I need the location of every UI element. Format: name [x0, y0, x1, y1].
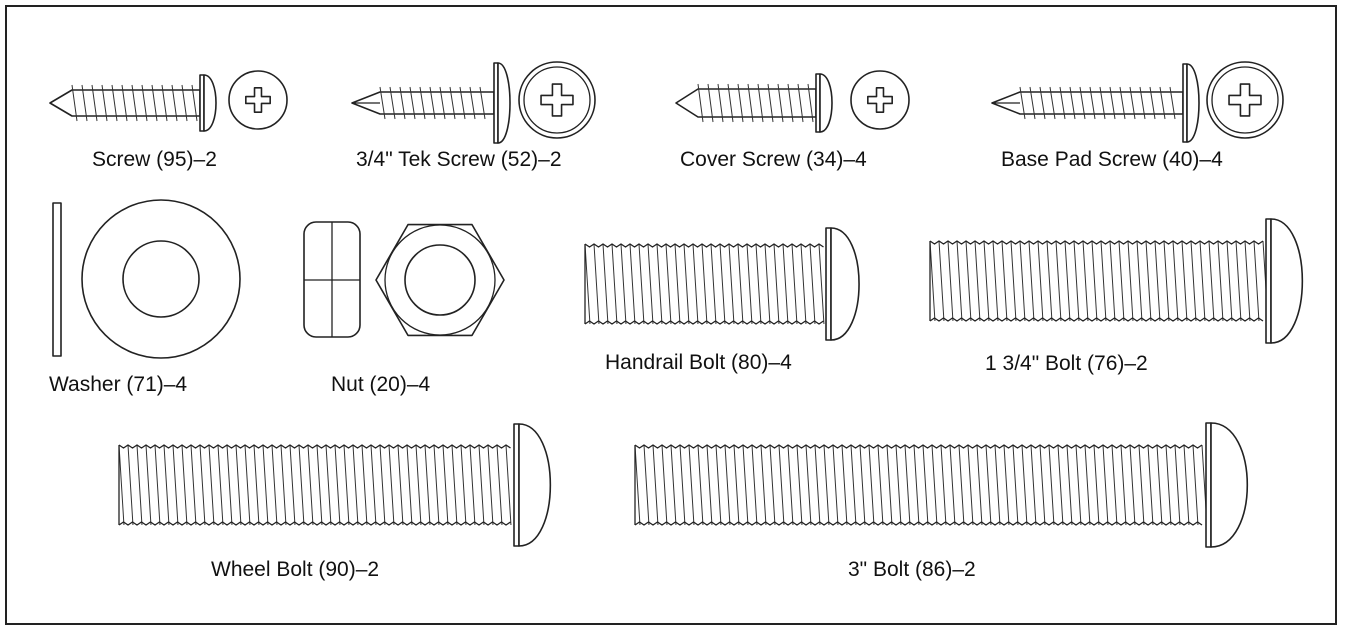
nut-drawing [303, 221, 505, 338]
wheel-bolt-drawing [118, 423, 552, 547]
handrail-bolt-drawing [584, 227, 860, 341]
label-tek-screw: 3/4" Tek Screw (52)–2 [356, 148, 562, 171]
screw-drawing [49, 74, 217, 132]
label-base-pad-screw: Base Pad Screw (40)–4 [1001, 148, 1223, 171]
3-bolt-drawing [634, 422, 1248, 548]
base-pad-screw-drawing [991, 63, 1200, 143]
tek-screw-drawing [351, 62, 511, 144]
washer-drawing [52, 199, 241, 359]
label-nut: Nut (20)–4 [331, 373, 431, 396]
cover-screw-head-view [850, 70, 910, 130]
label-washer: Washer (71)–4 [49, 373, 188, 396]
label-screw: Screw (95)–2 [92, 148, 217, 171]
label-handrail-bolt: Handrail Bolt (80)–4 [605, 351, 792, 374]
label-cover-screw: Cover Screw (34)–4 [680, 148, 867, 171]
tek-screw-head-view [518, 61, 596, 139]
label-3-bolt: 3" Bolt (86)–2 [848, 558, 976, 581]
1-3-4-bolt-drawing [929, 218, 1304, 344]
label-1-3-4-bolt: 1 3/4" Bolt (76)–2 [985, 352, 1148, 375]
label-wheel-bolt: Wheel Bolt (90)–2 [211, 558, 380, 581]
screw-head-view [228, 70, 288, 130]
cover-screw-drawing [675, 73, 833, 133]
base-pad-screw-head-view [1206, 61, 1284, 139]
